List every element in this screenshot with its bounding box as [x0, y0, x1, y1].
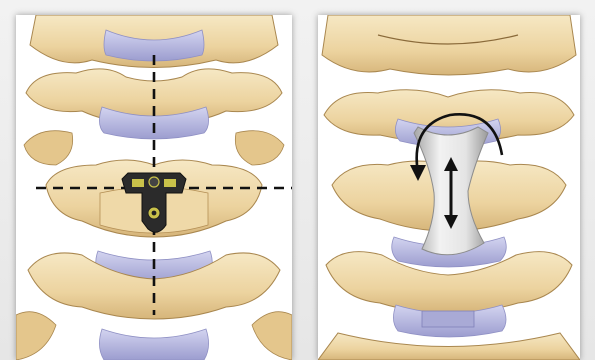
left-spine-illustration: [16, 15, 292, 360]
right-spine-panel: [318, 15, 580, 360]
vertebra-c3: [322, 15, 576, 75]
inserted-cage-small: [422, 311, 474, 327]
left-spine-panel: [16, 15, 292, 360]
right-spine-illustration: [318, 15, 580, 360]
